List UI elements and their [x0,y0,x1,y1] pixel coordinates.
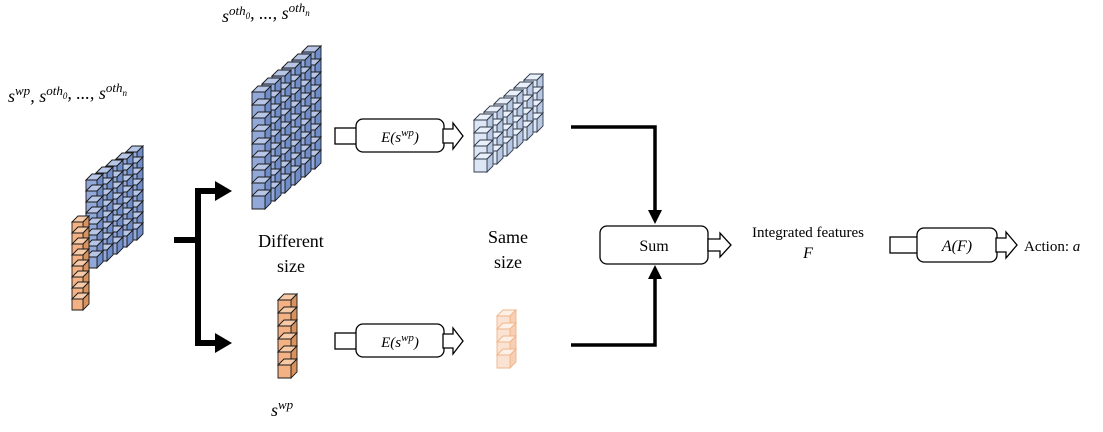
input-wp-cell [70,291,91,312]
sum-label: Sum [639,238,669,255]
other-states-label: soth0, ..., sothn [222,0,310,26]
integrated-features-var: F [802,245,813,262]
encoder-top-flow [334,118,464,153]
action-label-text: Action: [1024,239,1073,255]
encoder-top-label: E(swp) [380,127,419,146]
encoded-other-cell [472,151,495,174]
action-label: Action: a [1024,239,1080,255]
encoded-wp-cell [495,347,518,370]
input-states-label: swp, soth0, ..., sothn [8,80,127,107]
split-arrows [174,181,232,353]
sum-output-arrow [707,231,732,259]
encoder-bottom-flow [334,323,464,358]
wp-state-vector [276,292,299,380]
action-var: a [1073,239,1081,255]
integrated-features-label: Integrated features [752,225,864,241]
different-size-line2: size [277,256,305,276]
encoded-wp-features [495,308,518,370]
wp-state-cell [276,357,299,380]
merge-arrows [571,125,662,347]
encoder-bottom-label: E(swp) [380,332,419,351]
input-state-tensor [84,144,145,270]
different-size-line1: Different [258,231,324,251]
wp-state-label: swp [271,397,294,421]
same-size-line1: Same [488,227,528,247]
same-size-line2: size [494,252,522,272]
actor-label: A(F) [941,238,972,255]
encoded-other-features [472,72,545,174]
other-state-cell [250,188,273,211]
input-wp-vector [70,214,91,312]
actor-flow [889,227,1018,263]
other-states-tensor [250,44,323,211]
